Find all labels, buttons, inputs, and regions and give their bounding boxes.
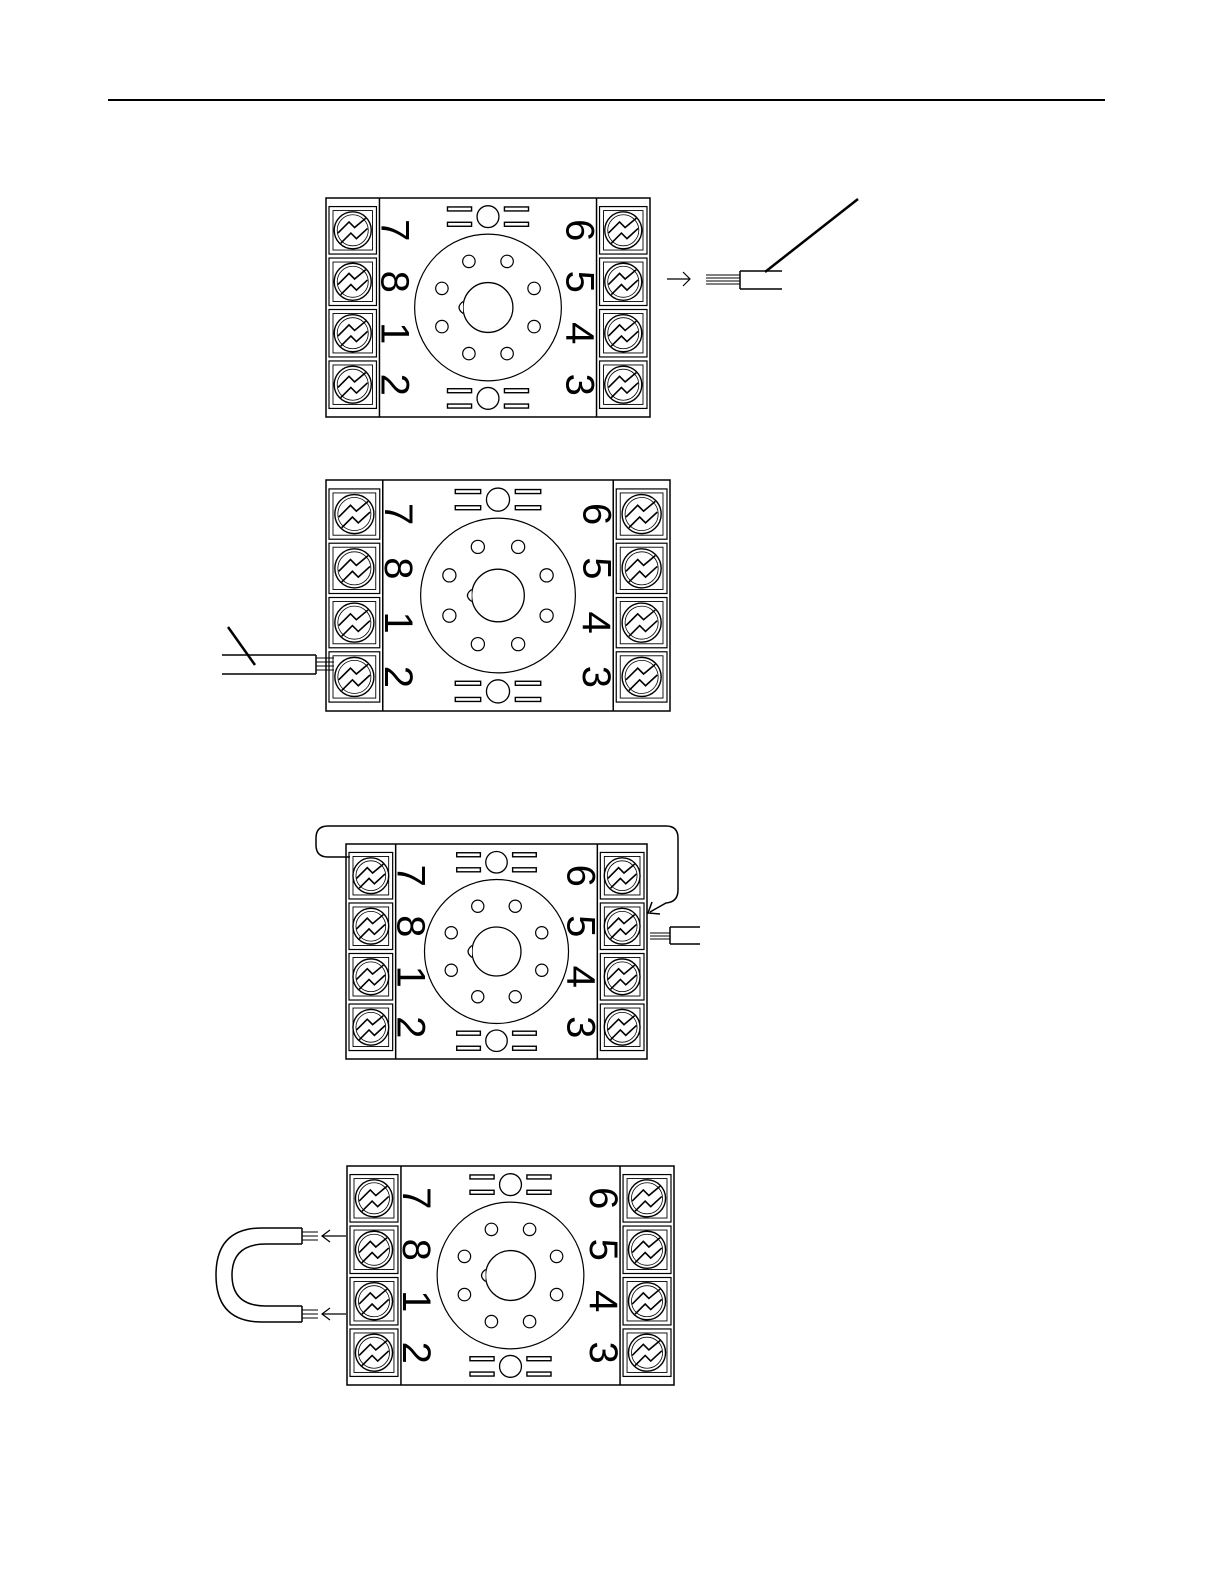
wire-terminal-2: [222, 627, 334, 674]
terminal-number-label: 2: [389, 1016, 433, 1038]
socket-diagram-1: 7 8 1 2 6 5 4 3: [0, 0, 1225, 430]
terminal-number-label: 7: [376, 503, 420, 525]
terminal-number-label: 6: [558, 219, 602, 241]
terminal-number-label: 5: [581, 1239, 625, 1261]
socket-diagram-4: 7 8 1 2 6 5 4 3: [0, 1160, 1225, 1395]
terminal-number-label: 8: [394, 1239, 438, 1261]
terminal-number-label: 5: [558, 271, 602, 293]
terminal-number-label: 4: [574, 612, 618, 634]
terminal-number-label: 8: [376, 557, 420, 579]
terminal-number-label: 7: [389, 865, 433, 887]
socket-body: 7 8 1 2 6 5 4 3: [347, 1166, 674, 1385]
socket-body: 7 8 1 2 6 5 4 3: [326, 198, 650, 417]
terminal-number-label: 3: [581, 1342, 625, 1364]
terminal-number-label: 1: [394, 1290, 438, 1312]
terminal-number-label: 8: [372, 271, 416, 293]
terminal-number-label: 4: [558, 966, 602, 988]
socket-body: 7 8 1 2 6 5 4 3: [326, 480, 670, 711]
terminal-number-label: 3: [558, 1016, 602, 1038]
terminal-number-label: 2: [376, 666, 420, 688]
terminal-number-label: 3: [558, 374, 602, 396]
terminal-number-label: 1: [372, 322, 416, 344]
terminal-number-label: 6: [581, 1187, 625, 1209]
terminal-number-label: 1: [376, 612, 420, 634]
terminal-number-label: 7: [372, 219, 416, 241]
terminal-number-label: 6: [574, 503, 618, 525]
wire-approach: [667, 199, 858, 289]
terminal-number-label: 5: [574, 557, 618, 579]
socket-diagram-2: 7 8 1 2 6 5 4 3: [0, 470, 1225, 720]
terminal-number-label: 3: [574, 666, 618, 688]
terminal-number-label: 7: [394, 1187, 438, 1209]
terminal-number-label: 4: [558, 322, 602, 344]
terminal-number-label: 2: [372, 374, 416, 396]
jumper-8-to-1: [216, 1228, 346, 1322]
terminal-number-label: 4: [581, 1290, 625, 1312]
terminal-number-label: 2: [394, 1342, 438, 1364]
terminal-number-label: 5: [558, 915, 602, 937]
terminal-number-label: 6: [558, 865, 602, 887]
